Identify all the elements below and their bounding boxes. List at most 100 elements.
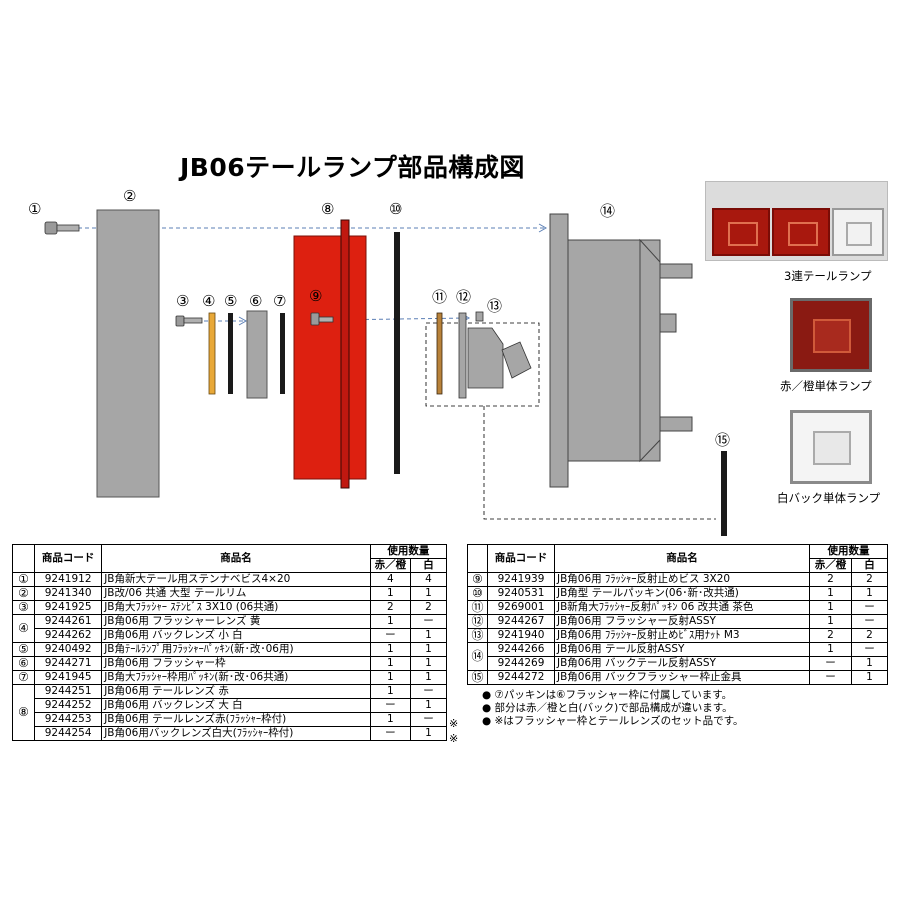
table-row: 9244269 JB角06用 バックテール反射ASSY ー 1 [468, 656, 888, 671]
connector-dashed-line [483, 406, 716, 520]
row-red-qty: 1 [809, 642, 852, 657]
notes: ● ⑦パッキンは⑥フラッシャー枠に付属しています。 ● 部分は赤／橙と白(バック… [482, 689, 744, 729]
table-row: ⑥ 9244271 JB角06用 フラッシャー枠 1 1 [11, 656, 448, 671]
photo-white-back-lamp [790, 410, 872, 484]
header-red: 赤／橙 [809, 558, 852, 573]
row-red-qty: 1 [369, 656, 411, 671]
row-white-qty: 1 [409, 586, 448, 601]
row-mark: ⑪ [467, 600, 488, 615]
table-row: ⑩ 9240531 JB角型 テールパッキン(06･新･改共通) 1 1 [467, 586, 888, 601]
part-8-tail-lens [293, 235, 367, 480]
table-row: ② 9241340 JB改/06 共通 大型 テールリム 1 1 [11, 586, 448, 601]
flasher-socket [467, 327, 504, 389]
row-name: JB角型 テールパッキン(06･新･改共通) [554, 586, 810, 601]
part-12-flasher-reflector [458, 312, 467, 399]
row-name: JB角ﾃｰﾙﾗﾝﾌﾟ用ﾌﾗｯｼｬｰﾊﾟｯｷﾝ(新･改･06用) [101, 642, 371, 657]
row-white-qty: 1 [409, 628, 448, 643]
note-1: ● ⑦パッキンは⑥フラッシャー枠に付属しています。 [482, 689, 733, 701]
flasher-socket-arm [501, 341, 532, 379]
table-row: ⑤ 9240492 JB角ﾃｰﾙﾗﾝﾌﾟ用ﾌﾗｯｼｬｰﾊﾟｯｷﾝ(新･改･06用… [11, 642, 448, 657]
row-white-qty: 1 [409, 698, 448, 713]
row-code: 9241340 [34, 586, 103, 601]
row-code: 9241945 [34, 670, 103, 685]
photo-red-single-lamp [790, 298, 872, 372]
row-white-qty: 2 [851, 572, 888, 587]
part-15-bracket [721, 451, 727, 536]
header-code: 商品コード [34, 544, 103, 573]
part-4-flasher-lens [208, 312, 216, 395]
label-12: ⑫ [456, 288, 472, 306]
row-red-qty: 1 [369, 642, 411, 657]
row-name: JB角06用 テール反射ASSY [554, 642, 810, 657]
row-code: 9244266 [487, 642, 555, 657]
part-6-flasher-frame [246, 310, 268, 399]
caption-red-single-lamp: 赤／橙単体ランプ [780, 379, 872, 393]
table-row: 9244262 JB角06用 バックレンズ 小 白 ー 1 [13, 628, 448, 643]
row-mark: ③ [11, 600, 36, 615]
row-code: 9269001 [487, 600, 555, 615]
row-red-qty: 1 [369, 712, 411, 727]
row-white-qty: 1 [851, 586, 888, 601]
part-10-tail-packing [394, 232, 400, 474]
row-mark: ⑧ [11, 684, 36, 741]
table-row: ⑦ 9241945 JB角大ﾌﾗｯｼｬｰ枠用ﾊﾟｯｷﾝ(新･改･06共通) 1 … [11, 670, 448, 685]
row-code: 9241940 [487, 628, 555, 643]
row-name: JB角06用 ﾌﾗｯｼｬｰ反射止めビス 3X20 [554, 572, 810, 587]
row-code: 9241939 [487, 572, 555, 587]
row-mark: ⑬ [467, 628, 488, 643]
header-white: 白 [851, 558, 888, 573]
row-name: JB角06用 バックレンズ 小 白 [101, 628, 371, 643]
parts-table-right: 商品コード 商品名 使用数量 赤／橙 白 ⑨ 9241939 JB角06用 ﾌﾗ… [467, 544, 888, 685]
row-red-qty: 2 [809, 572, 852, 587]
table-row: ⑬ 9241940 JB角06用 ﾌﾗｯｼｬｰ反射止めﾋﾞｽ用ﾅｯﾄ M3 2 … [467, 628, 888, 643]
table-row: ⑭ 9244266 JB角06用 テール反射ASSY 1 ー [467, 642, 888, 671]
row-mark: ⑩ [467, 586, 488, 601]
row-white-qty: 2 [409, 600, 448, 615]
guide-arrow-mid-a [238, 316, 248, 326]
part-1-screw [44, 221, 80, 235]
row-mark: ⑫ [467, 614, 488, 629]
table-row: 9244252 JB角06用 バックレンズ 大 白 ー 1 [13, 698, 448, 713]
row-red-qty: 1 [809, 586, 852, 601]
table-row: ① 9241912 JB角新大テール用ステンナベビス4×20 4 4 [11, 572, 448, 587]
row-name: JB角06用 フラッシャー反射ASSY [554, 614, 810, 629]
row-name: JB改/06 共通 大型 テールリム [101, 586, 371, 601]
row-red-qty: ー [809, 670, 852, 685]
row-white-qty: 1 [409, 670, 448, 685]
label-9: ⑨ [309, 287, 323, 305]
part-3-screw [175, 315, 203, 327]
label-2: ② [123, 187, 137, 205]
table-row: 9244253 JB角06用 テールレンズ赤(ﾌﾗｯｼｬｰ枠付) 1 ー [13, 712, 448, 727]
label-8: ⑧ [321, 200, 335, 218]
row-code: 9241912 [34, 572, 103, 587]
part-2-tail-rim [96, 209, 160, 498]
label-14: ⑭ [600, 202, 616, 220]
row-white-qty: 1 [851, 670, 888, 685]
row-mark: ① [11, 572, 36, 587]
label-3: ③ [176, 292, 190, 310]
row-white-qty: 4 [409, 572, 448, 587]
row-code: 9244251 [34, 684, 103, 699]
row-white-qty: 1 [851, 656, 888, 671]
diagram-title: JB06テールランプ部品構成図 [180, 153, 525, 182]
row-code: 9240492 [34, 642, 103, 657]
set-item-mark: ※ [449, 717, 459, 730]
table-row: ⑮ 9244272 JB角06用 バックフラッシャー枠止金具 ー 1 [467, 670, 888, 685]
row-name: JB角06用 テールレンズ 赤 [101, 684, 371, 699]
header-blank [11, 544, 36, 573]
label-4: ④ [202, 292, 216, 310]
row-red-qty: ー [369, 628, 411, 643]
label-6: ⑥ [249, 292, 263, 310]
row-name: JB角06用 ﾌﾗｯｼｬｰ反射止めﾋﾞｽ用ﾅｯﾄ M3 [554, 628, 810, 643]
row-name: JB角06用 バックレンズ 大 白 [101, 698, 371, 713]
row-mark: ⑮ [467, 670, 488, 685]
row-white-qty: ー [409, 712, 448, 727]
part-9-screw [310, 312, 334, 326]
row-code: 9244252 [34, 698, 103, 713]
row-white-qty: ー [851, 600, 888, 615]
row-mark: ② [11, 586, 36, 601]
header-blank [467, 544, 488, 573]
row-red-qty: 1 [369, 670, 411, 685]
header-usage: 使用数量 [809, 544, 888, 559]
header-red: 赤／橙 [369, 558, 411, 573]
